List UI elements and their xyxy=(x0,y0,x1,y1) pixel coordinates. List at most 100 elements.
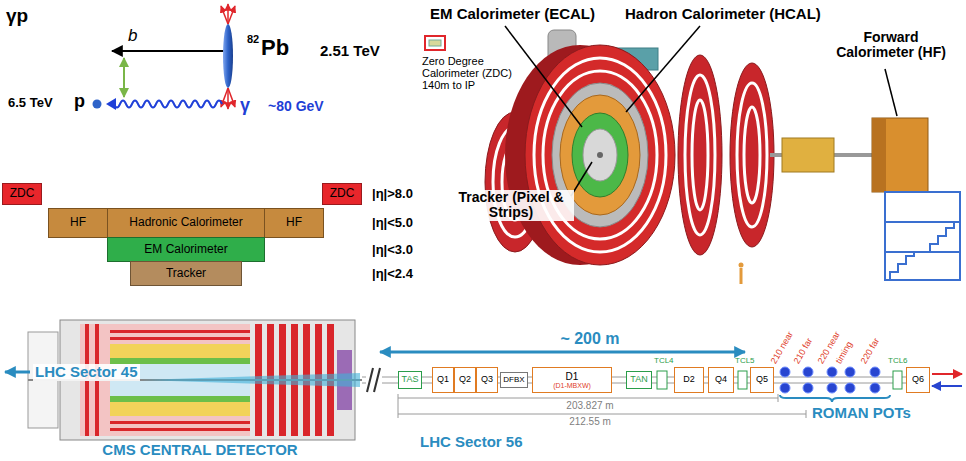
beam-line xyxy=(367,368,373,392)
beam-energy: 2.51 TeV xyxy=(320,43,380,60)
node-text: ZDC xyxy=(330,187,355,200)
zdc-icon xyxy=(425,36,445,50)
node-text: DFBX xyxy=(503,376,524,385)
quadrupole-box: Q4 xyxy=(708,367,734,393)
mass-number: 82 xyxy=(247,33,259,45)
cms-detector-drawing xyxy=(583,129,617,181)
collision-sketch xyxy=(112,50,224,52)
cms-detector-drawing xyxy=(525,45,675,265)
cms-detector-drawing xyxy=(782,138,834,172)
roman-pot-label: ROMAN POTs xyxy=(812,405,911,422)
distance-label: ~ 200 m xyxy=(560,330,619,348)
cms-side-view xyxy=(110,324,250,344)
cms-side-view xyxy=(110,421,250,424)
station-label: 210 far xyxy=(792,337,815,366)
dipole-box: D1(D1-MBXW) xyxy=(532,367,612,393)
panel-label: γp xyxy=(6,6,28,27)
part-name: EM Calorimeter (ECAL) xyxy=(430,6,595,23)
cms-detector-drawing xyxy=(597,152,603,158)
beam-line xyxy=(893,371,902,389)
leader-line xyxy=(885,69,897,116)
beam-energy: 6.5 TeV xyxy=(8,96,53,110)
dimension-line xyxy=(806,410,807,418)
collision-sketch xyxy=(221,88,228,107)
hcal-band: Hadronic Calorimeter xyxy=(107,208,265,238)
absorber-box: TAN xyxy=(626,371,652,389)
roman-pot-symbol xyxy=(780,383,790,393)
part-name: Zero Degree Calorimeter (ZDC) 140m to IP xyxy=(422,55,522,91)
node-text: Q3 xyxy=(481,375,493,385)
cms-side-view xyxy=(5,371,30,374)
node-text: D2 xyxy=(683,375,695,385)
collision-sketch xyxy=(123,58,125,97)
cms-detector-drawing xyxy=(692,100,708,210)
cms-side-view xyxy=(110,396,250,402)
quadrupole-box: Q5 xyxy=(750,367,774,393)
roman-pot-symbol xyxy=(870,367,880,377)
eta-range: |η|<5.0 xyxy=(372,216,413,230)
collision-sketch xyxy=(114,101,222,108)
collision-sketch xyxy=(93,100,102,109)
beam-line xyxy=(738,371,747,389)
zdc-icon xyxy=(429,40,441,46)
roman-pot-symbol xyxy=(845,383,855,393)
detector-label: CMS CENTRAL DETECTOR xyxy=(102,442,297,459)
dipole-box: D2 xyxy=(674,367,704,393)
part-name: Hadron Calorimeter (HCAL) xyxy=(625,6,821,23)
cms-detector-drawing xyxy=(678,55,722,255)
quadrupole-box: Q3 xyxy=(476,367,498,393)
beam-line xyxy=(374,368,380,392)
node-text: Q6 xyxy=(912,375,924,385)
node-text: TAS xyxy=(402,375,419,385)
sector-label: LHC Sector 56 xyxy=(420,434,523,451)
cms-detector-drawing xyxy=(744,107,760,203)
cms-side-view xyxy=(110,416,250,436)
hf-band: HF xyxy=(264,208,324,238)
node-text: Q1 xyxy=(437,375,449,385)
collimator-label: TCL4 xyxy=(654,357,674,366)
collision-sketch xyxy=(223,24,233,88)
roman-pot-symbol xyxy=(827,367,837,377)
cms-detector-drawing xyxy=(890,252,914,280)
nucleus-label: Pb xyxy=(261,36,289,60)
cms-detector-drawing xyxy=(534,58,666,252)
dimension-label: 203.827 m xyxy=(566,400,613,411)
node-text: Q4 xyxy=(715,375,727,385)
collision-sketch xyxy=(228,88,235,107)
cms-detector-drawing xyxy=(885,192,960,280)
part-name: Tracker (Pixel & Strips) xyxy=(448,190,574,221)
dimension-line xyxy=(778,394,779,402)
roman-pot-symbol xyxy=(845,367,855,377)
eta-range: |η|>8.0 xyxy=(372,187,413,201)
beam-line xyxy=(380,351,745,354)
roman-pot-symbol xyxy=(827,383,837,393)
cms-detector-drawing xyxy=(930,222,954,252)
leader-line xyxy=(626,26,700,112)
tracker-band: Tracker xyxy=(130,261,242,286)
sector-label: LHC Sector 45 xyxy=(33,364,140,381)
node-text: EM Calorimeter xyxy=(144,243,227,256)
cms-detector-drawing xyxy=(685,75,715,235)
collimator-label: TCL6 xyxy=(888,357,908,366)
impact-parameter: b xyxy=(128,27,137,46)
cms-side-view xyxy=(110,330,250,333)
collision-sketch xyxy=(93,4,236,110)
quadrupole-box: Q2 xyxy=(454,367,476,393)
leader-line xyxy=(505,26,582,127)
roman-pot-symbol xyxy=(870,383,880,393)
absorber-box: TAS xyxy=(398,371,422,389)
collimator-label: TCL5 xyxy=(735,357,755,366)
node-text: Q2 xyxy=(459,375,471,385)
quadrupole-box: Q1 xyxy=(432,367,454,393)
node-text: ZDC xyxy=(10,187,35,200)
node-text: TAN xyxy=(630,375,647,385)
part-name: Forward Calorimeter (HF) xyxy=(826,30,956,61)
hf-band: HF xyxy=(48,208,108,238)
ecal-band: EM Calorimeter xyxy=(107,237,265,262)
eta-range: |η|<2.4 xyxy=(372,267,413,281)
beam-line xyxy=(657,371,667,389)
dimension-line xyxy=(398,394,806,418)
collision-sketch xyxy=(221,6,228,24)
cms-detector-drawing xyxy=(739,263,744,268)
roman-pot-symbol xyxy=(780,367,790,377)
